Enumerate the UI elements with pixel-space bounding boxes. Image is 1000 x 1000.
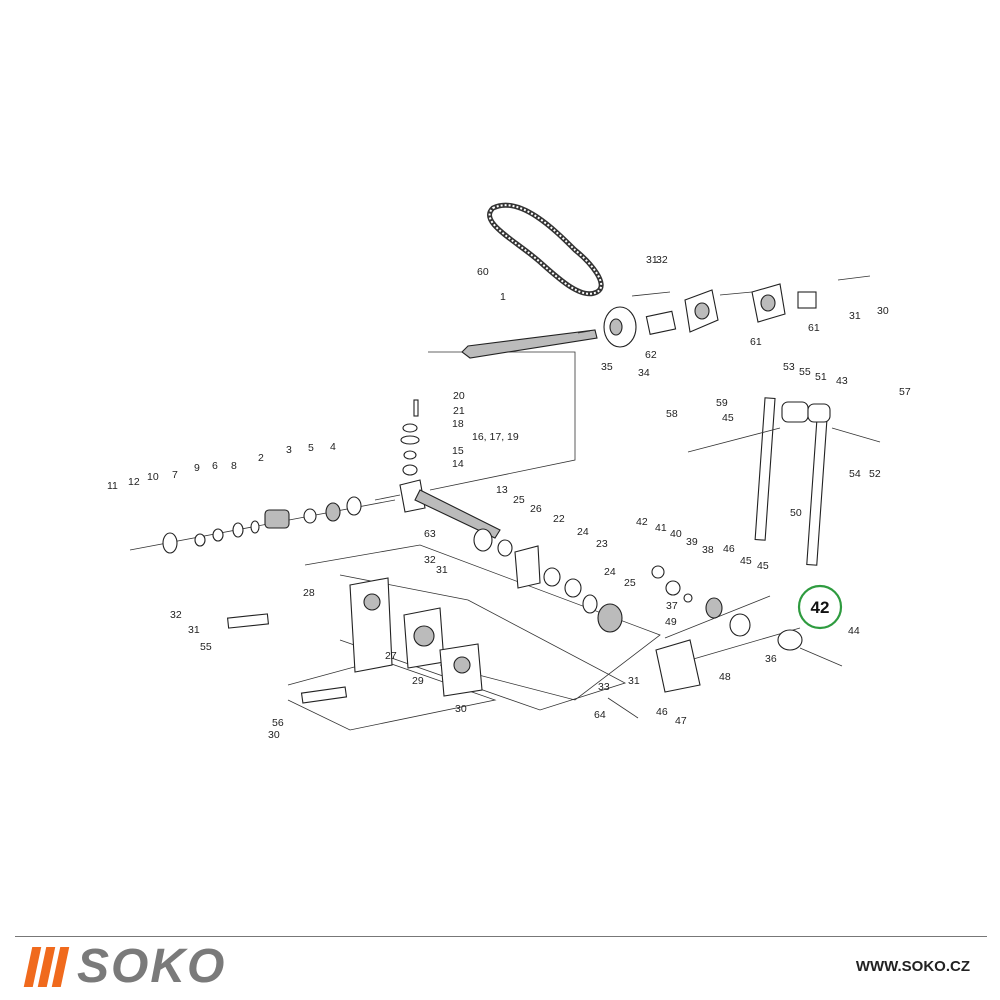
- part-label: 46: [656, 706, 668, 718]
- tension-arms: [687, 397, 881, 566]
- part-label: 63: [424, 528, 436, 540]
- part-label: 9: [194, 462, 200, 474]
- part-label: 33: [598, 681, 610, 693]
- part-label: 25: [624, 577, 636, 589]
- part-label: 14: [452, 458, 464, 470]
- bolt-stack: [400, 399, 420, 476]
- brand-name: SOKO: [77, 940, 227, 993]
- part-label: 7: [172, 469, 178, 481]
- part-label: 54: [849, 468, 861, 480]
- part-label: 12: [128, 476, 140, 488]
- part-label: 55: [200, 641, 212, 653]
- part-label: 25: [513, 494, 525, 506]
- part-label: 28: [303, 587, 315, 599]
- highlighted-part-number: 42: [811, 598, 830, 617]
- part-label: 40: [670, 528, 682, 540]
- part-label: 35: [601, 361, 613, 373]
- part-label: 31: [188, 624, 200, 636]
- part-label: 32: [656, 254, 668, 266]
- part-label: 64: [594, 709, 606, 721]
- part-label: 6: [212, 460, 218, 472]
- part-label: 39: [686, 536, 698, 548]
- part-label: 15: [452, 445, 464, 457]
- highlighted-part-marker: 42: [797, 584, 843, 630]
- part-label: 37: [666, 600, 678, 612]
- part-label: 3: [286, 444, 292, 456]
- part-label: 56: [272, 717, 284, 729]
- brand-logo: SOKO: [23, 940, 227, 993]
- part-label: 38: [702, 544, 714, 556]
- part-label: 32: [424, 554, 436, 566]
- part-label: 24: [577, 526, 589, 538]
- part-label: 55: [799, 366, 811, 378]
- mounting-brackets: [226, 577, 483, 704]
- part-label: 26: [530, 503, 542, 515]
- part-label: 59: [716, 397, 728, 409]
- part-label: 52: [869, 468, 881, 480]
- part-label: 41: [655, 522, 667, 534]
- brand-stripes-icon: [23, 947, 70, 987]
- part-label: 43: [836, 375, 848, 387]
- part-label: 21: [453, 405, 465, 417]
- part-label: 61: [808, 322, 820, 334]
- left-shaft-stack: [129, 479, 623, 633]
- part-label: 31: [646, 254, 658, 266]
- part-label: 34: [638, 367, 650, 379]
- part-label: 16, 17, 19: [472, 431, 519, 443]
- part-label: 1: [500, 291, 506, 303]
- footer-divider: [15, 936, 987, 937]
- part-label: 45: [722, 412, 734, 424]
- part-label: 62: [645, 349, 657, 361]
- part-label: 57: [899, 386, 911, 398]
- part-label: 60: [477, 266, 489, 278]
- part-label: 30: [455, 703, 467, 715]
- part-label: 51: [815, 371, 827, 383]
- part-label: 36: [765, 653, 777, 665]
- part-label: 4: [330, 441, 336, 453]
- part-label: 10: [147, 471, 159, 483]
- website-url[interactable]: WWW.SOKO.CZ: [855, 958, 970, 975]
- part-label: 24: [604, 566, 616, 578]
- part-label: 23: [596, 538, 608, 550]
- part-label: 53: [783, 361, 795, 373]
- part-label: 29: [412, 675, 424, 687]
- part-label: 2: [258, 452, 264, 464]
- part-label: 13: [496, 484, 508, 496]
- part-label: 20: [453, 390, 465, 402]
- part-label: 48: [719, 671, 731, 683]
- tensioner-linkage: [607, 565, 843, 719]
- part-label: 5: [308, 442, 314, 454]
- part-label: 42: [636, 516, 648, 528]
- part-label: 61: [750, 336, 762, 348]
- drive-belt: [487, 202, 604, 297]
- part-label: 58: [666, 408, 678, 420]
- part-label: 8: [231, 460, 237, 472]
- part-label: 44: [848, 625, 860, 637]
- part-label: 31: [849, 310, 861, 322]
- part-label: 22: [553, 513, 565, 525]
- part-label: 46: [723, 543, 735, 555]
- part-label: 30: [268, 729, 280, 741]
- part-label: 30: [877, 305, 889, 317]
- part-label: 50: [790, 507, 802, 519]
- part-label: 32: [170, 609, 182, 621]
- main-shaft: [461, 329, 598, 359]
- pulley-assembly: [603, 275, 871, 348]
- part-label: 11: [107, 480, 118, 492]
- part-label: 27: [385, 650, 397, 662]
- part-label: 47: [675, 715, 687, 727]
- part-label: 31: [436, 564, 448, 576]
- part-label: 45: [757, 560, 769, 572]
- part-label: 45: [740, 555, 752, 567]
- part-label: 49: [665, 616, 677, 628]
- part-label: 31: [628, 675, 640, 687]
- part-label: 18: [452, 418, 464, 430]
